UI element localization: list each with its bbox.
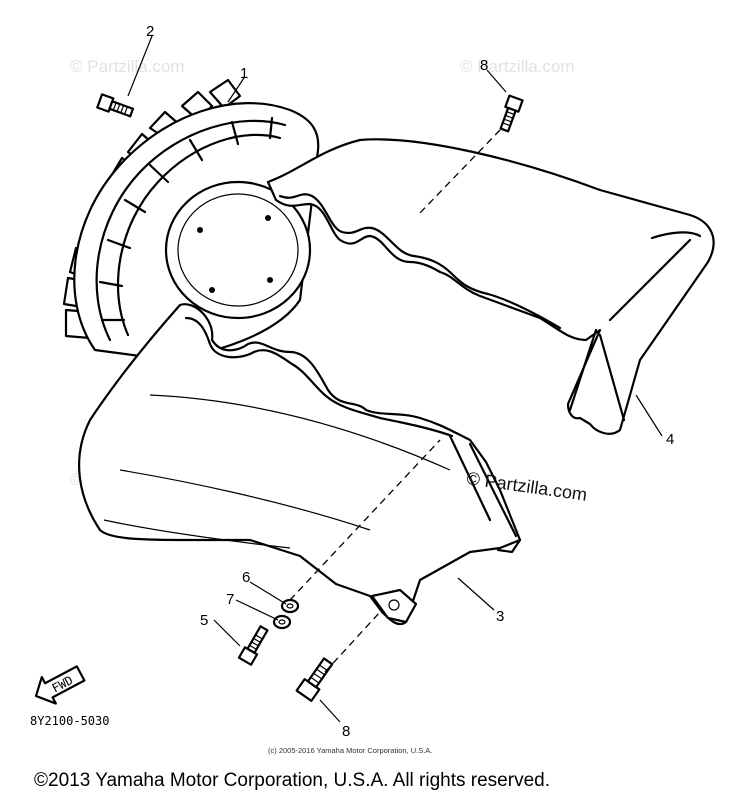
watermark-faint-top-right: © Partzilla.com [460, 57, 575, 76]
part-7-washer [272, 614, 292, 630]
leader-1 [227, 77, 245, 103]
fwd-arrow-icon: FWD [34, 665, 86, 705]
callout-6: 6 [242, 569, 250, 586]
part-1-cooling-fan [62, 78, 320, 362]
assembly-line-top [417, 129, 501, 216]
part-4-upper-air-shroud [266, 138, 715, 435]
callout-8-top: 8 [480, 57, 488, 74]
footer-copyright: ©2013 Yamaha Motor Corporation, U.S.A. A… [34, 770, 550, 791]
leader-8-bottom [319, 699, 341, 723]
part-6-collar [280, 598, 300, 614]
diagram-code: 8Y2100-5030 [30, 714, 109, 728]
callout-2: 2 [146, 23, 154, 40]
assembly-line-mid [289, 439, 441, 601]
part-3-lower-air-shroud [78, 303, 522, 626]
leader-4 [635, 394, 663, 437]
fan-center-bore [164, 180, 312, 320]
leader-2 [127, 35, 153, 97]
watermark-faint-top-left: © Partzilla.com [70, 57, 185, 76]
leader-8-top [486, 69, 507, 93]
callout-4: 4 [666, 431, 674, 448]
leader-3 [457, 577, 495, 611]
part-8-bolt-bottom [295, 657, 334, 702]
part-2-bolt [96, 93, 135, 118]
callout-8-bottom: 8 [342, 723, 350, 740]
leader-6 [249, 581, 287, 605]
small-copyright: (c) 2005-2016 Yamaha Motor Corporation, … [268, 746, 432, 755]
fan-ribs [98, 116, 274, 322]
callout-1: 1 [240, 65, 248, 82]
callout-3: 3 [496, 608, 504, 625]
part-8-bolt-top [499, 94, 524, 133]
callout-5: 5 [200, 612, 208, 629]
assembly-line-bottom [324, 611, 381, 673]
leader-7 [235, 599, 279, 621]
leader-5 [213, 619, 241, 647]
part-5-bolt [237, 625, 269, 666]
callout-7: 7 [226, 591, 234, 608]
